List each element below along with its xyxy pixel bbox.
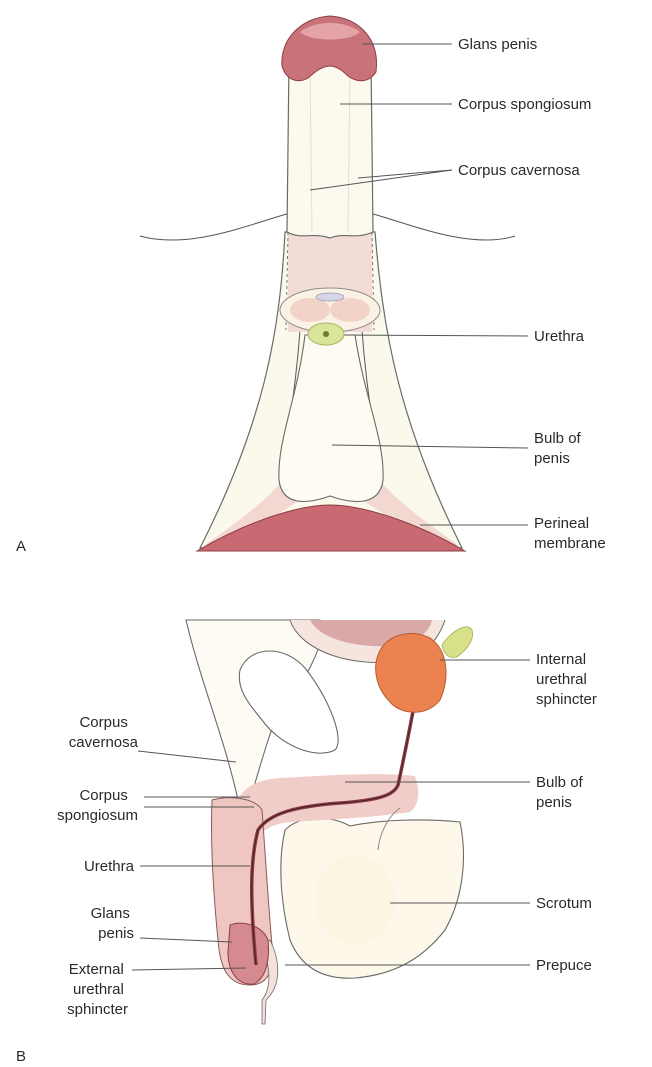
label-b-glans-penis: Glans penis xyxy=(91,905,134,942)
label-a-glans-penis: Glans penis xyxy=(458,36,537,53)
panel-a-letter: A xyxy=(16,538,26,555)
label-a-bulb-of-penis: Bulb of penis xyxy=(534,430,585,467)
penile-shaft xyxy=(287,60,373,238)
label-b-scrotum: Scrotum xyxy=(536,895,592,912)
label-b-internal-urethral-sphincter: Internal urethral sphincter xyxy=(536,651,597,708)
label-b-urethra: Urethra xyxy=(84,858,135,875)
label-b-external-urethral-sphincter: External urethral sphincter xyxy=(67,961,128,1018)
panel-b-letter: B xyxy=(16,1048,26,1065)
label-b-prepuce: Prepuce xyxy=(536,957,592,974)
label-b-corpus-spongiosum: Corpus spongiosum xyxy=(57,787,138,824)
testis xyxy=(315,855,395,945)
internal-urethral-sphincter-shape xyxy=(376,633,446,712)
panel-b-illustration xyxy=(132,620,530,1024)
label-a-corpus-spongiosum: Corpus spongiosum xyxy=(458,96,591,113)
seminal-vesicle xyxy=(442,627,473,658)
label-b-corpus-cavernosa: Corpus cavernosa xyxy=(69,714,139,751)
label-a-corpus-cavernosa: Corpus cavernosa xyxy=(458,162,580,179)
label-b-bulb-of-penis: Bulb of penis xyxy=(536,774,587,811)
label-a-perineal-membrane: Perineal membrane xyxy=(534,515,606,552)
glans-side-view xyxy=(228,923,268,984)
label-a-urethra: Urethra xyxy=(534,328,585,345)
